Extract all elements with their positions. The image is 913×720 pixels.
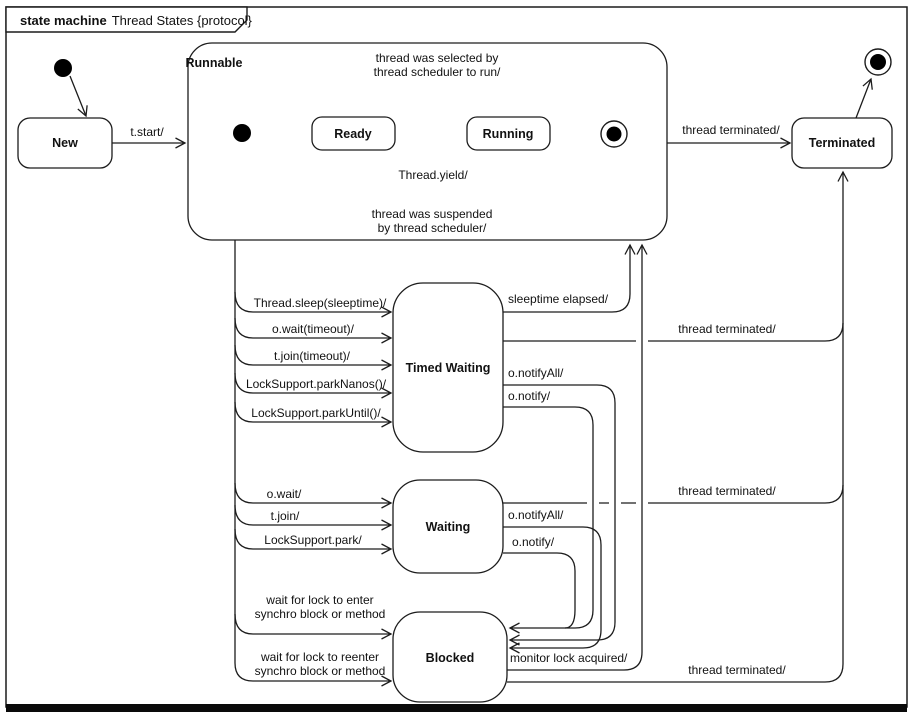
transition-lock-reenter	[234, 240, 393, 687]
initial-node-runnable	[233, 124, 251, 142]
label-terminated-tw: thread terminated/	[678, 322, 776, 336]
label-w-notify: o.notify/	[512, 535, 555, 549]
transition-lock-enter	[234, 613, 393, 640]
label-suspended-line2: by thread scheduler/	[378, 221, 487, 235]
initial-node-main	[54, 59, 72, 77]
label-park-nanos: LockSupport.parkNanos()/	[246, 377, 387, 391]
state-blocked-box	[392, 611, 508, 703]
label-tw-notify-all: o.notifyAll/	[508, 366, 564, 380]
transition-monitor-lock-acquired	[507, 243, 648, 671]
transition-t-join-timeout	[234, 344, 393, 371]
frame-title-name: Thread States {protocol}	[112, 13, 253, 28]
frame-title-tab	[5, 6, 248, 33]
final-node-runnable	[600, 120, 628, 148]
state-new-label: New	[52, 136, 78, 150]
final-node-runnable-dot	[606, 126, 622, 142]
label-terminated-w: thread terminated/	[678, 484, 776, 498]
label-lock-enter-line2: synchro block or method	[255, 607, 386, 621]
label-lock-reenter-line1: wait for lock to reenter	[260, 650, 379, 664]
transition-initial-to-new	[69, 75, 88, 118]
label-tw-notify: o.notify/	[508, 389, 551, 403]
transition-sleeptime-elapsed	[503, 243, 636, 313]
transition-o-wait	[234, 482, 393, 509]
final-node-main-dot	[870, 54, 886, 70]
transition-w-notify-all	[503, 526, 602, 654]
label-sleeptime-elapsed: sleeptime elapsed/	[508, 292, 609, 306]
state-blocked-label: Blocked	[426, 651, 475, 665]
state-ready-box	[311, 116, 396, 151]
transition-terminated-from-blocked	[507, 170, 849, 683]
label-o-wait-timeout: o.wait(timeout)/	[272, 322, 355, 336]
state-terminated-box	[791, 117, 893, 169]
label-selected-line1: thread was selected by	[376, 51, 499, 65]
state-ready-label: Ready	[334, 127, 372, 141]
label-t-join: t.join/	[271, 509, 300, 523]
label-thread-sleep: Thread.sleep(sleeptime)/	[254, 296, 387, 310]
state-terminated-label: Terminated	[809, 136, 875, 150]
transition-park-until	[234, 401, 393, 428]
label-park-until: LockSupport.parkUntil()/	[251, 406, 381, 420]
state-timed-waiting-label: Timed Waiting	[406, 361, 491, 375]
frame-title-keyword: state machine	[20, 13, 107, 28]
state-waiting-label: Waiting	[426, 520, 471, 534]
label-t-start: t.start/	[130, 125, 164, 139]
label-terminated-top: thread terminated/	[682, 123, 780, 137]
state-running-box	[466, 116, 551, 151]
label-selected-line2: thread scheduler to run/	[374, 65, 501, 79]
label-o-wait: o.wait/	[267, 487, 302, 501]
transition-terminated-to-final	[855, 77, 873, 119]
label-monitor-lock-acquired: monitor lock acquired/	[510, 651, 628, 665]
transition-lock-support-park	[234, 528, 393, 555]
label-lock-reenter-line2: synchro block or method	[255, 664, 386, 678]
final-node-main	[864, 48, 892, 76]
transition-o-wait-timeout	[234, 317, 393, 344]
label-terminated-b: thread terminated/	[688, 663, 786, 677]
transition-terminated-from-waiting	[503, 484, 844, 504]
label-thread-yield: Thread.yield/	[398, 168, 468, 182]
label-w-notify-all: o.notifyAll/	[508, 508, 564, 522]
label-lock-enter-line1: wait for lock to enter	[265, 593, 373, 607]
transition-tw-notify-all	[503, 384, 616, 646]
label-t-join-timeout: t.join(timeout)/	[274, 349, 351, 363]
state-runnable-box	[187, 42, 668, 241]
transition-park-nanos	[234, 372, 393, 399]
state-waiting-box	[392, 479, 504, 574]
label-lock-support-park: LockSupport.park/	[264, 533, 362, 547]
state-running-label: Running	[483, 127, 534, 141]
transition-terminated-from-timed-waiting	[503, 322, 844, 342]
state-new-box	[17, 117, 113, 169]
state-timed-waiting-box	[392, 282, 504, 453]
frame-bottom-bar	[6, 704, 907, 712]
label-suspended-line1: thread was suspended	[372, 207, 493, 221]
transition-tw-notify	[503, 406, 594, 634]
transition-w-notify	[503, 552, 576, 629]
transition-t-join	[234, 504, 393, 531]
transition-thread-sleep	[234, 291, 393, 318]
state-runnable-label: Runnable	[186, 56, 243, 70]
frame-title: state machine Thread States {protocol}	[20, 13, 253, 28]
